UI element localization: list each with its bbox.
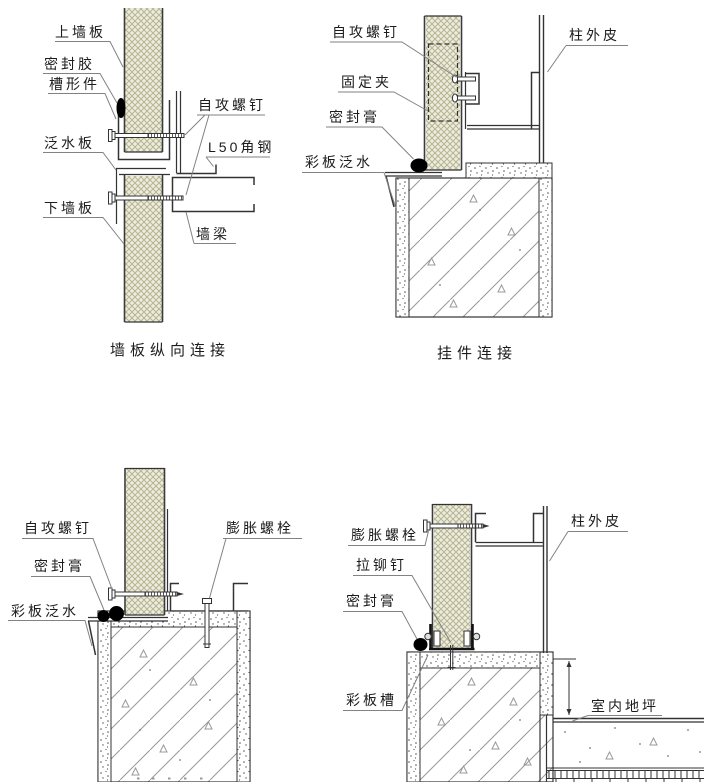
label-color-panel-channel: 彩板槽 — [346, 692, 397, 708]
cutoff-caption-fragment — [137, 777, 203, 780]
label-sealing-paste: 密封膏 — [329, 109, 380, 125]
flashing-board — [115, 167, 166, 224]
caption-panel-vertical-joint: 墙板纵向连接 — [110, 342, 231, 359]
label-fixing-clamp: 固定夹 — [341, 74, 392, 90]
concrete-ledge — [465, 162, 553, 179]
expansion-bolt-horizontal — [423, 519, 490, 533]
panel-clip — [474, 512, 486, 542]
upper-wall-panel — [125, 8, 162, 152]
label-lower-wall-panel: 下墙板 — [44, 200, 95, 216]
self-tapping-screw-upper — [108, 129, 185, 142]
label-expansion-bolt: 膨胀螺栓 — [351, 527, 419, 543]
fixing-clamp-bracket — [466, 72, 480, 105]
leader-lines — [43, 41, 270, 245]
sealant-blob — [97, 610, 110, 622]
label-self-tapping-screw: 自攻螺钉 — [332, 24, 400, 40]
label-channel-piece: 槽形件 — [49, 76, 100, 92]
leader-lines — [302, 41, 628, 209]
label-expansion-bolt: 膨胀螺栓 — [226, 520, 294, 536]
label-sealing-paste: 密封膏 — [346, 593, 397, 609]
label-color-panel-flashing: 彩板泛水 — [305, 154, 373, 170]
concrete-block — [395, 177, 553, 318]
diagram-hanger-connection — [302, 15, 628, 318]
label-wall-girt: 墙梁 — [196, 226, 230, 242]
label-sealing-paste: 密封膏 — [34, 558, 85, 574]
label-blind-rivet: 拉铆钉 — [356, 557, 407, 573]
label-l50-angle-steel: L50角钢 — [208, 139, 275, 155]
clamp-bolts — [451, 74, 476, 103]
label-sealant: 密封胶 — [44, 56, 95, 72]
wall-girt-channel — [171, 176, 255, 213]
column-clip — [532, 512, 543, 542]
floor-step — [547, 658, 704, 782]
label-self-tapping-screw: 自攻螺钉 — [198, 97, 266, 113]
base-channel — [169, 582, 179, 611]
caption-hanger-connection: 挂件连接 — [437, 345, 518, 362]
l50-angle — [176, 164, 217, 175]
self-tapping-screw-lower — [108, 191, 184, 205]
column-clip — [530, 71, 540, 129]
wall-panel — [126, 468, 164, 615]
leader-lines — [8, 538, 302, 647]
label-column-outer-face: 柱外皮 — [569, 27, 620, 43]
label-color-panel-flashing: 彩板泛水 — [11, 603, 79, 619]
wall-panel — [426, 16, 460, 170]
self-tapping-screw — [108, 587, 184, 601]
fixing-clamp-dashed-outline — [427, 43, 459, 122]
label-self-tapping-screw: 自攻螺钉 — [24, 520, 92, 536]
blind-rivet-pin — [447, 645, 456, 670]
label-upper-wall-panel: 上墙板 — [55, 24, 106, 40]
leader-lines — [343, 530, 662, 722]
sealant-blob — [410, 158, 428, 173]
color-panel-channel — [424, 624, 481, 651]
label-column-outer-face: 柱外皮 — [571, 513, 622, 529]
expansion-bolt — [202, 598, 212, 648]
diagram-base-connection-left — [8, 467, 302, 782]
concrete-curb — [406, 651, 554, 782]
diagram-base-connection-right — [343, 503, 704, 782]
label-indoor-floor-level: 室内地坪 — [591, 698, 659, 714]
label-flashing-board: 泛水板 — [44, 135, 95, 151]
diagram-panel-vertical-joint — [43, 8, 270, 323]
concrete-curb — [97, 610, 251, 782]
sealant-blob — [116, 98, 126, 118]
sealant-blob — [413, 638, 428, 651]
